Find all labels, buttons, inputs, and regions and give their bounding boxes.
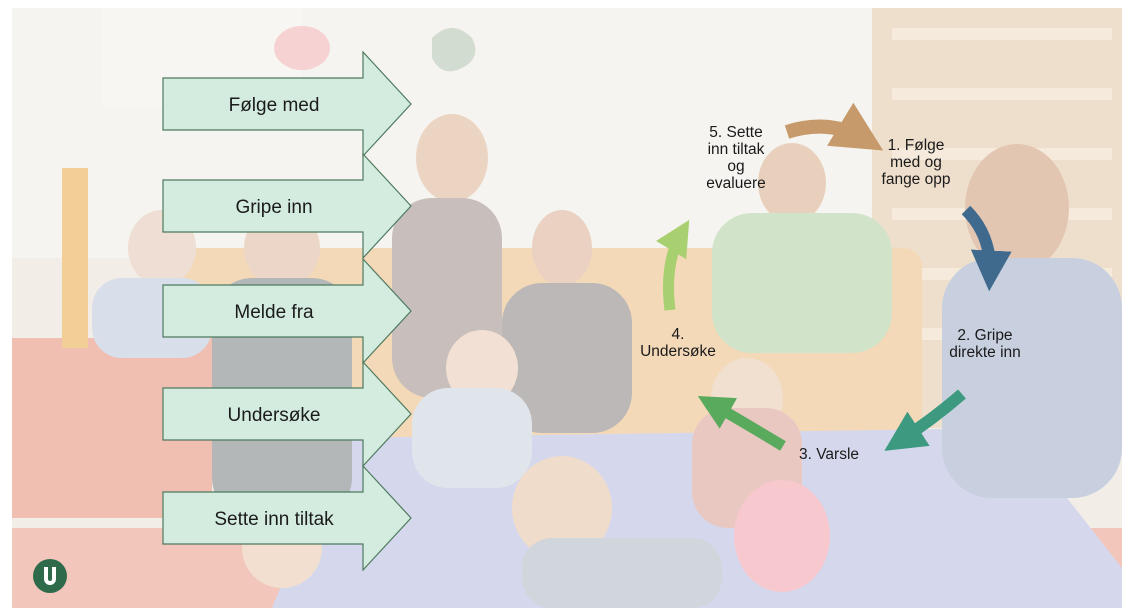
cycle-step-3-label: 3. Varsle (798, 446, 860, 463)
cycle-arrow-left (656, 219, 690, 311)
step-arrow-2: Gripe inn (162, 152, 412, 260)
step-label-5: Sette inn tiltak (214, 509, 334, 530)
step-label-3: Melde fra (234, 302, 314, 323)
cycle-step-4-label: 4. Undersøke (640, 326, 716, 360)
step-arrow-4: Undersøke (162, 360, 412, 468)
cycle-arrow-top (784, 102, 884, 151)
cycle-step-5-label: 5. Sette inn tiltak og evaluere (706, 124, 766, 192)
cycle-arrow-lower-right (884, 389, 966, 451)
cycle-step-2-label: 2. Gripe direkte inn (949, 327, 1021, 361)
u-logo-icon (33, 559, 67, 593)
cycle-arrow-right (961, 205, 1012, 292)
step-label-1: Følge med (229, 95, 320, 116)
step-label-4: Undersøke (228, 405, 321, 426)
cycle-arrow-lower-left (697, 396, 786, 451)
step-arrow-1: Følge med (162, 50, 412, 158)
step-arrow-5: Sette inn tiltak (162, 464, 412, 572)
cycle-step-1-label: 1. Følge med og fange opp (881, 137, 951, 188)
step-arrow-3: Melde fra (162, 257, 412, 365)
step-label-2: Gripe inn (235, 197, 312, 218)
